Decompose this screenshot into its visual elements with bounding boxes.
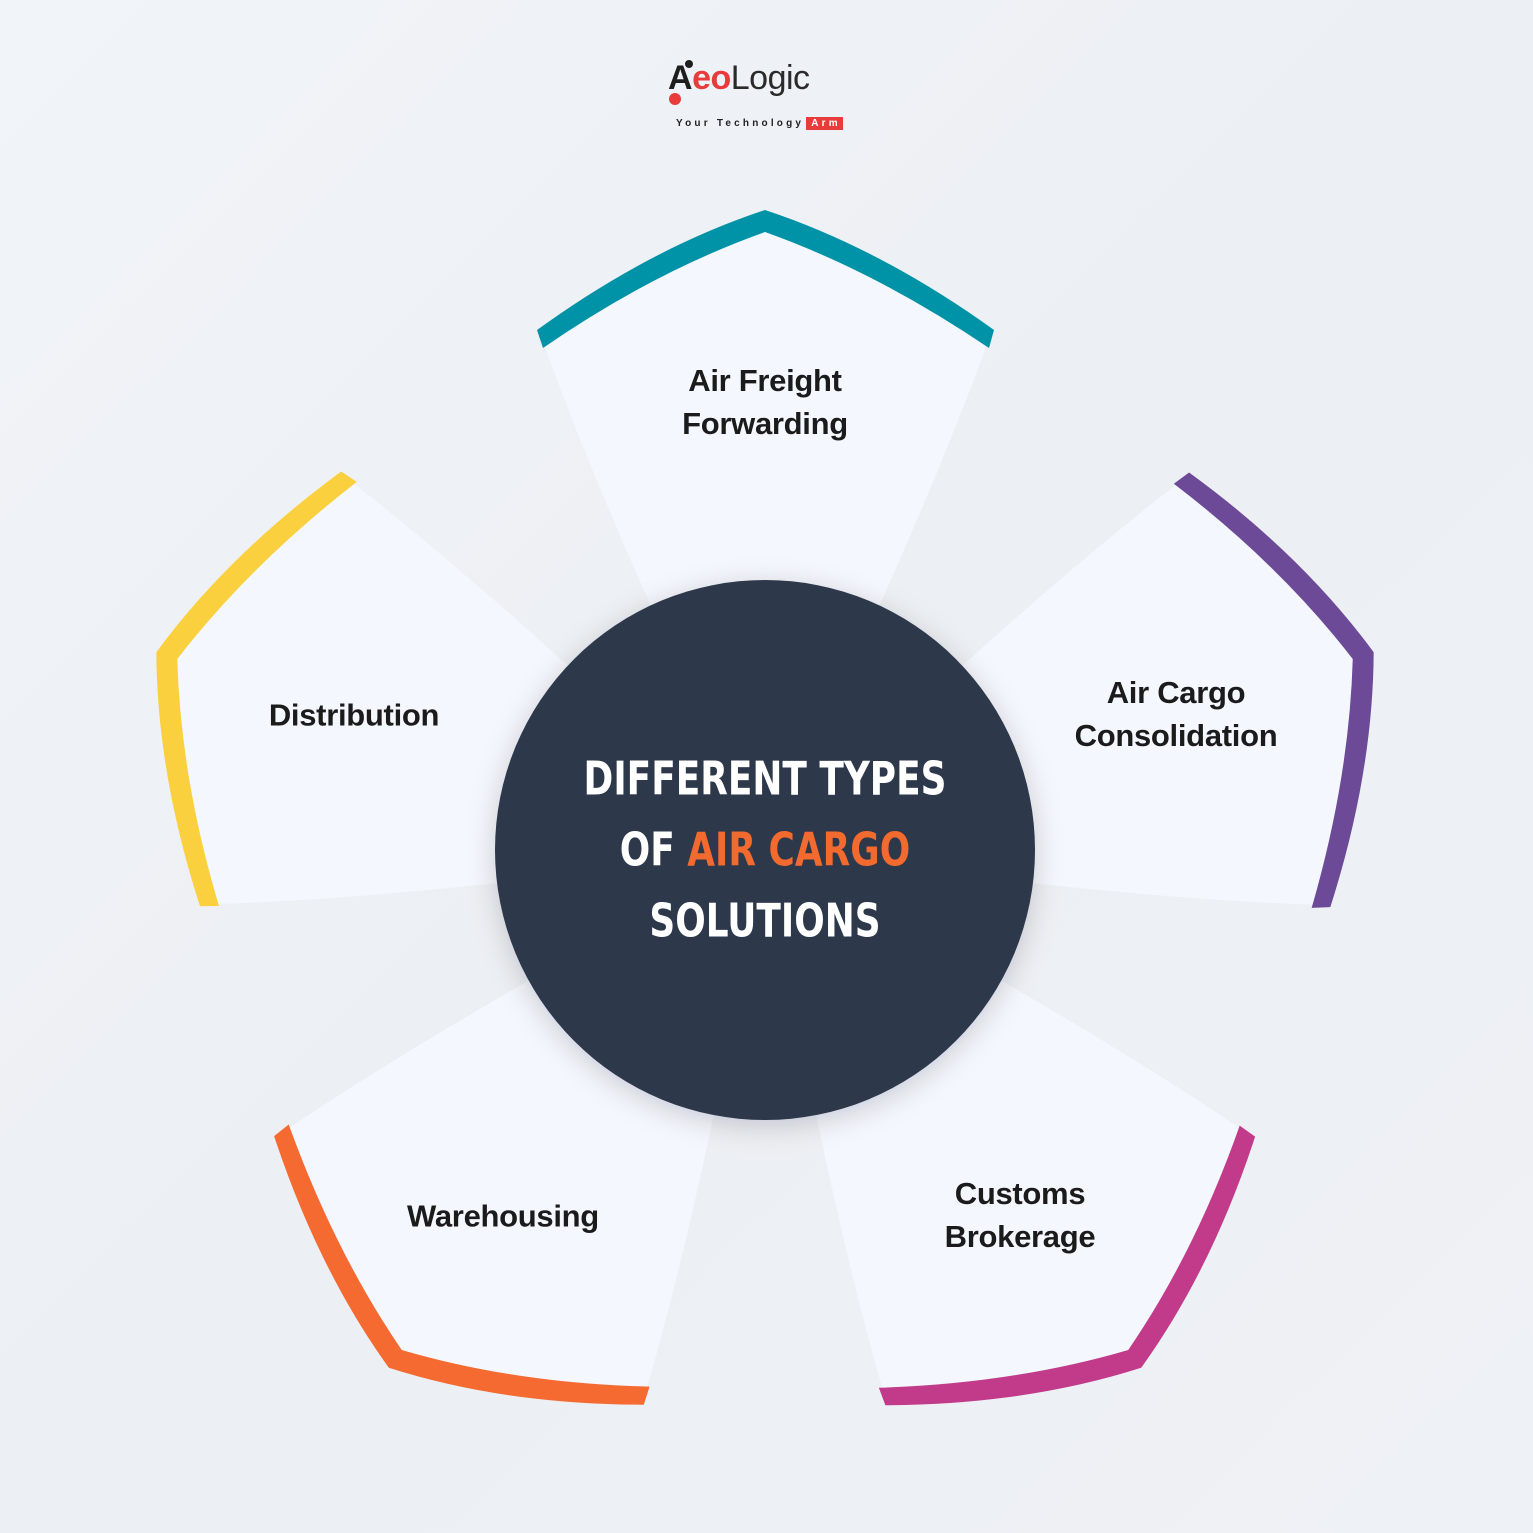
petal-accent-yellow [156, 471, 357, 907]
center-title: DIFFERENT TYPES OF AIR CARGO SOLUTIONS [532, 744, 997, 957]
petal-warehousing [206, 716, 948, 1499]
center-title-line3: SOLUTIONS [649, 893, 881, 948]
center-circle [495, 580, 1035, 1120]
petal-air-freight-forwarding [537, 210, 994, 850]
center-title-accent: AIR CARGO [687, 822, 911, 877]
petal-air-cargo-consolidation [695, 437, 1442, 1066]
logo-tagline-badge: Arm [806, 117, 843, 130]
label-customs-brokerage: Customs Brokerage [944, 1176, 1096, 1254]
center-title-line2: OF AIR CARGO [619, 822, 911, 877]
petal-accent-magenta [878, 1125, 1256, 1406]
label-air-freight-forwarding: Air Freight Forwarding [682, 363, 848, 441]
petal-accent-purple [1173, 472, 1374, 908]
petal-distribution [88, 436, 836, 1065]
center-title-line1: DIFFERENT TYPES [583, 751, 947, 806]
label-warehousing: Warehousing [407, 1198, 599, 1234]
label-air-cargo-consolidation: Air Cargo Consolidation [1074, 675, 1278, 753]
petal-customs-brokerage [581, 717, 1323, 1500]
logo-dots-icon [669, 60, 693, 105]
label-distribution: Distribution [268, 697, 440, 733]
logo-eo: eo [692, 59, 731, 97]
logo-logic: Logic [730, 59, 810, 97]
petal-accent-orange [274, 1124, 650, 1405]
petal-accent-teal [537, 210, 994, 348]
